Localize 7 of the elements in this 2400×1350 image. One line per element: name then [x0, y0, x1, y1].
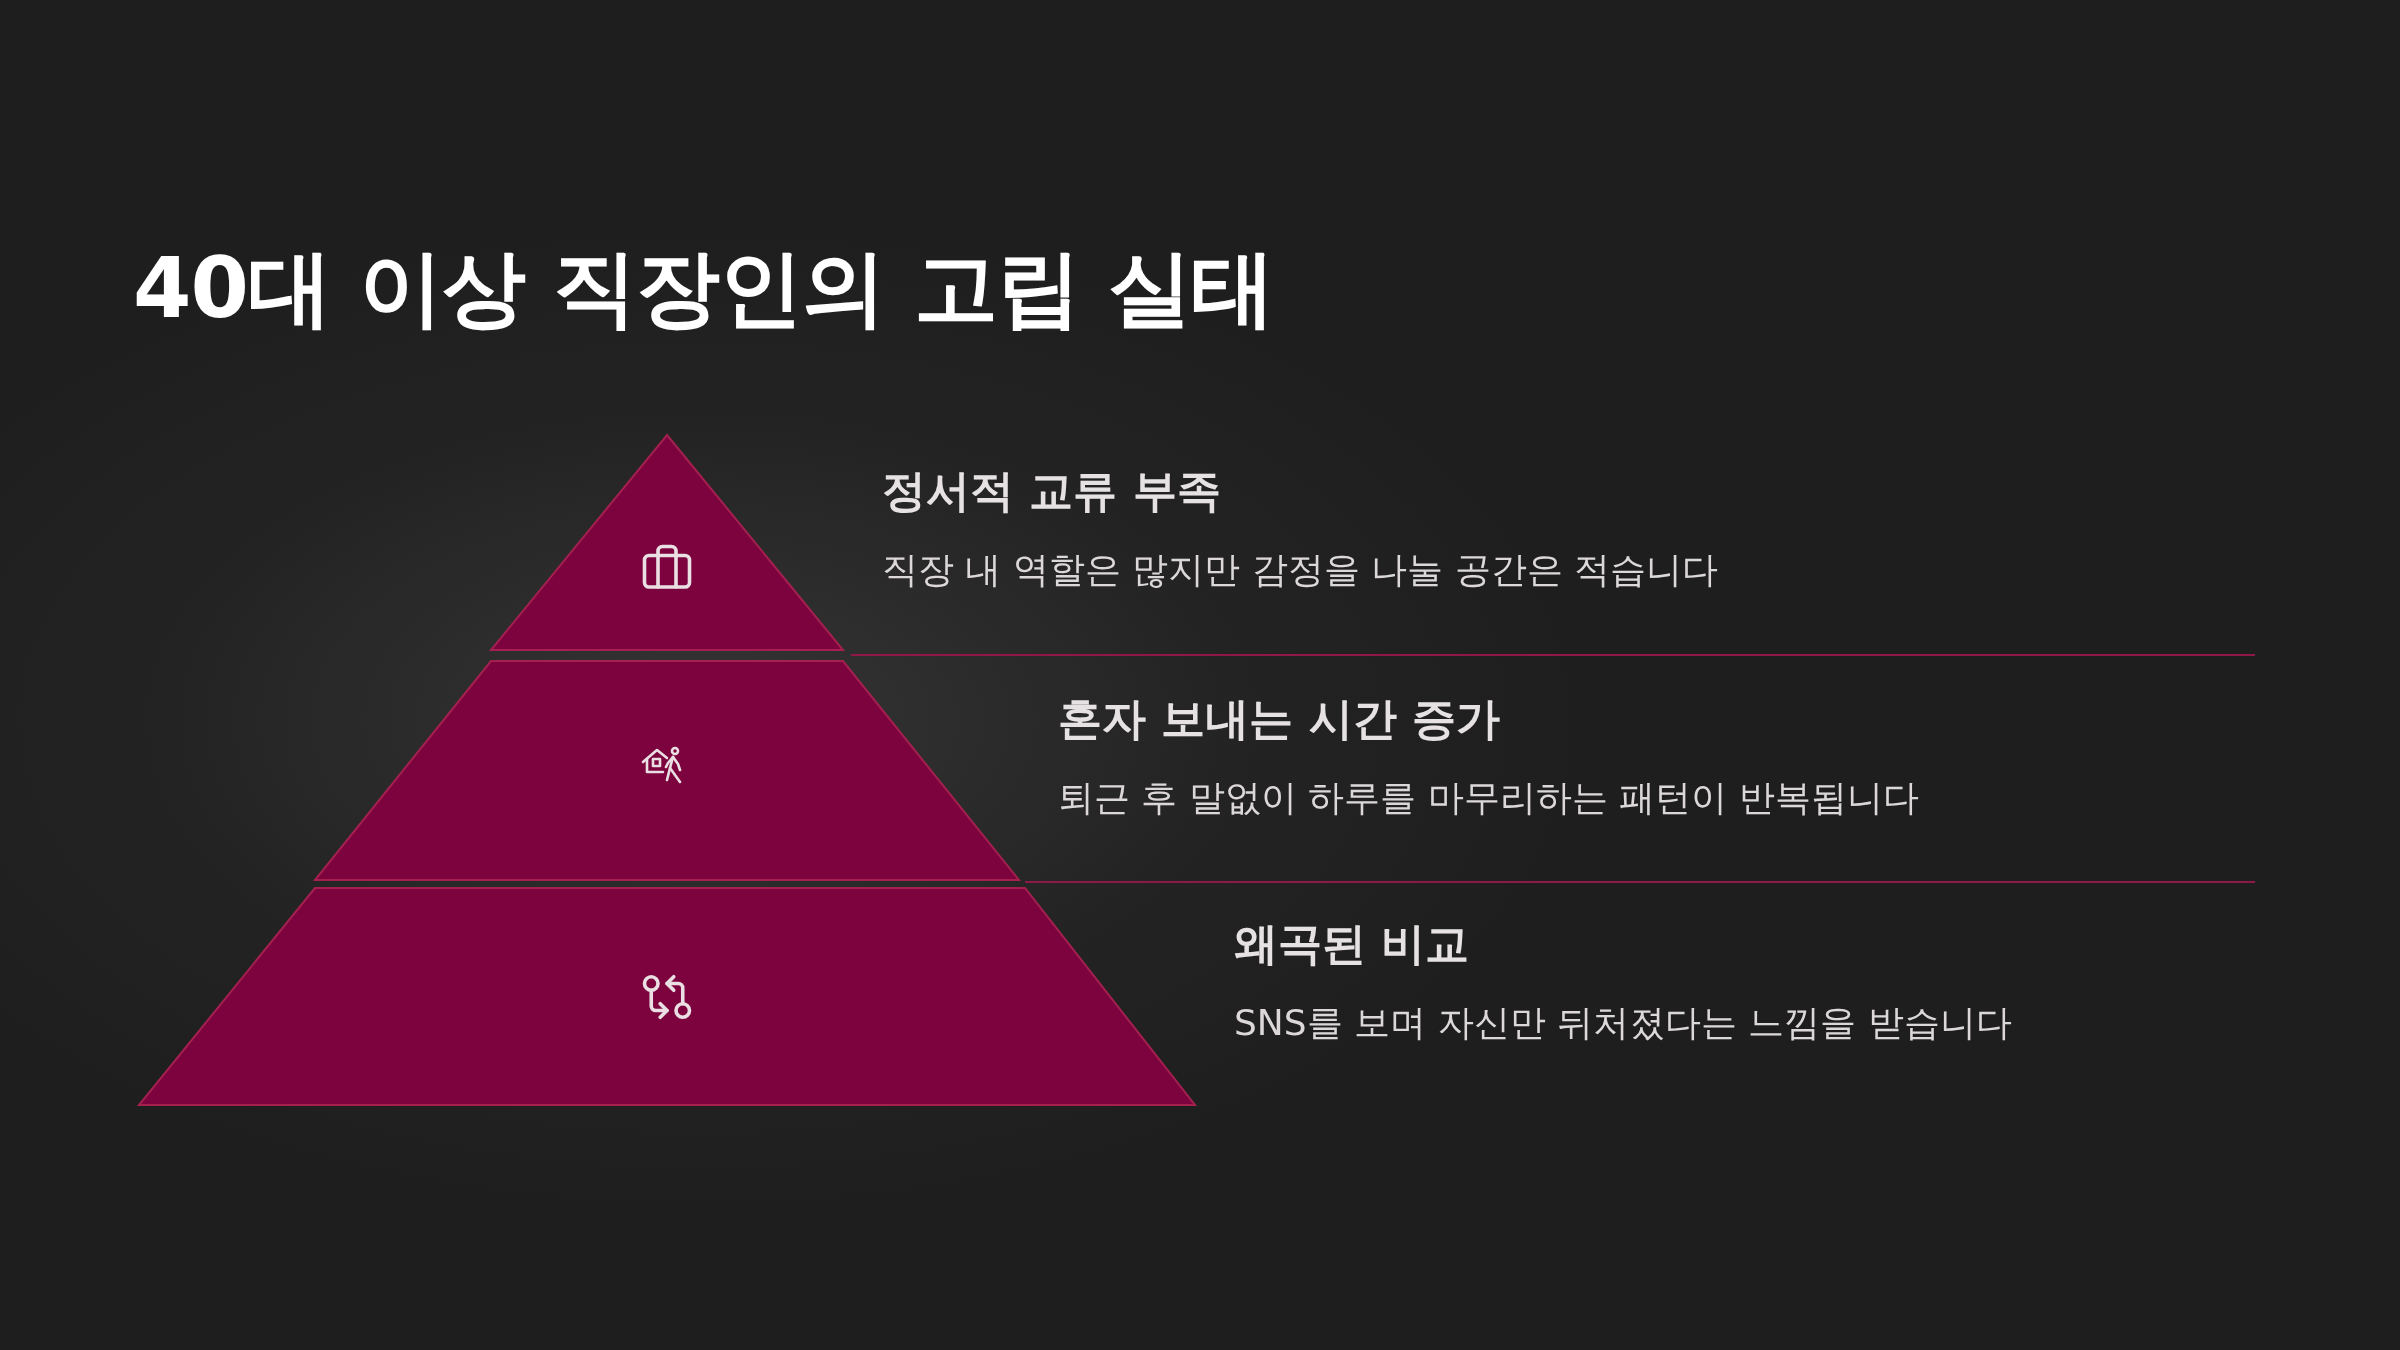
title: 40대 이상 직장인의 고립 실태: [133, 238, 1274, 339]
tier-description: 직장 내 역할은 많지만 감정을 나눌 공간은 적습니다: [882, 548, 1719, 592]
tier-heading: 왜곡된 비교: [1234, 917, 1471, 971]
tier-description: SNS를 보며 자신만 뒤처졌다는 느낌을 받습니다: [1234, 1001, 2012, 1045]
tier-description: 퇴근 후 말없이 하루를 마무리하는 패턴이 반복됩니다: [1058, 776, 1919, 820]
tier-heading: 혼자 보내는 시간 증가: [1058, 692, 1501, 746]
tier-heading: 정서적 교류 부족: [882, 464, 1222, 518]
